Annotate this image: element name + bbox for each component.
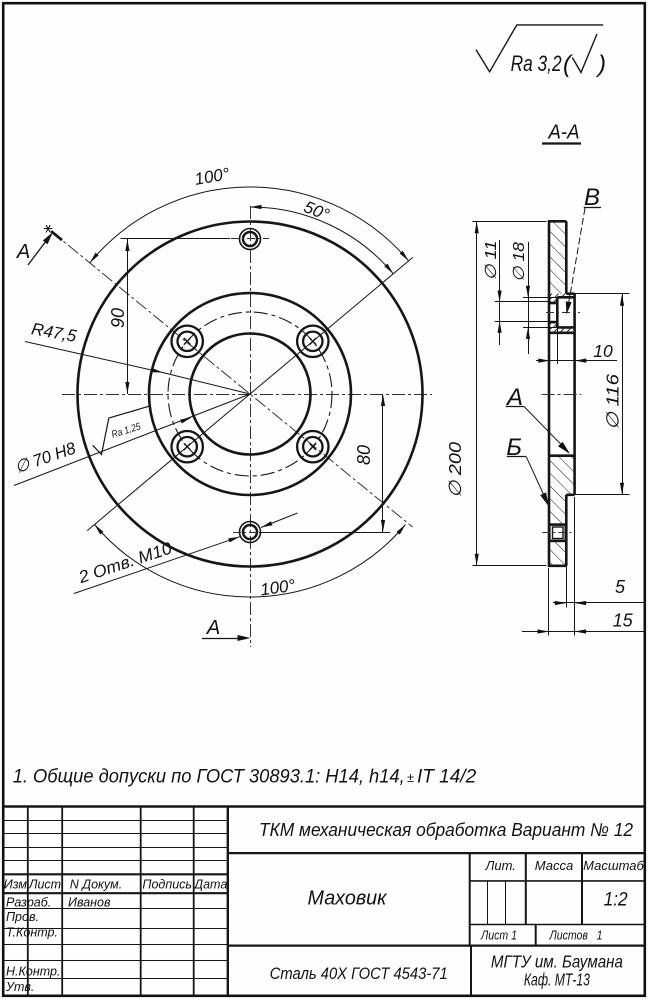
svg-text:ТКМ механическая обработка Вар: ТКМ механическая обработка Вариант № 12: [259, 819, 634, 840]
svg-text:Иванов: Иванов: [68, 896, 111, 910]
svg-text:5: 5: [615, 577, 626, 597]
svg-text:): ): [595, 51, 606, 78]
svg-text:80: 80: [354, 445, 374, 465]
svg-text:Каф. МТ-13: Каф. МТ-13: [524, 970, 590, 990]
svg-text:А-А: А-А: [548, 121, 580, 143]
svg-text:Разраб.: Разраб.: [6, 896, 51, 910]
svg-text:Пров.: Пров.: [6, 910, 39, 924]
svg-text:А: А: [505, 384, 523, 411]
svg-text:1:2: 1:2: [604, 890, 628, 911]
svg-text:А: А: [16, 241, 30, 263]
svg-text:N Докум.: N Докум.: [70, 878, 122, 892]
svg-text:Б: Б: [506, 434, 522, 461]
svg-text:∅ 18: ∅ 18: [511, 242, 528, 282]
svg-text:В: В: [584, 184, 600, 211]
svg-text:Н.Контр.: Н.Контр.: [6, 965, 60, 979]
svg-text:Лист: Лист: [28, 878, 61, 892]
svg-text:Утв.: Утв.: [5, 980, 34, 994]
svg-text:Масса: Масса: [535, 858, 573, 873]
svg-text:Лит.: Лит.: [484, 858, 515, 873]
svg-text:Масштаб: Масштаб: [583, 858, 644, 873]
svg-text:(: (: [563, 51, 574, 78]
svg-text:Т.Контр.: Т.Контр.: [6, 926, 58, 940]
svg-text:90: 90: [108, 308, 128, 328]
svg-text:10: 10: [593, 341, 613, 361]
svg-text:Изм: Изм: [4, 878, 28, 892]
svg-text:15: 15: [613, 611, 634, 631]
svg-text:Подпись: Подпись: [142, 878, 192, 892]
svg-text:Сталь 40Х ГОСТ 4543-71: Сталь 40Х ГОСТ 4543-71: [270, 964, 448, 983]
svg-text:±: ±: [407, 770, 414, 785]
svg-text:1. Общие допуски по ГОСТ 30893: 1. Общие допуски по ГОСТ 30893.1: Н14, h…: [13, 767, 405, 788]
svg-text:IT 14/2: IT 14/2: [417, 767, 477, 788]
svg-text:Лист 1: Лист 1: [480, 928, 517, 943]
svg-text:Дата: Дата: [192, 878, 227, 892]
svg-text:100°: 100°: [259, 576, 297, 600]
svg-text:А: А: [206, 617, 220, 639]
svg-text:∅ 200: ∅ 200: [445, 442, 465, 498]
svg-text:∅ 116: ∅ 116: [603, 374, 623, 430]
svg-text:Маховик: Маховик: [308, 888, 389, 910]
svg-text:Листов 1: Листов 1: [549, 928, 603, 943]
svg-text:∅ 11: ∅ 11: [483, 241, 500, 281]
svg-text:МГТУ им. Баумана: МГТУ им. Баумана: [491, 952, 623, 972]
svg-text:Ra 3,2: Ra 3,2: [511, 51, 562, 76]
